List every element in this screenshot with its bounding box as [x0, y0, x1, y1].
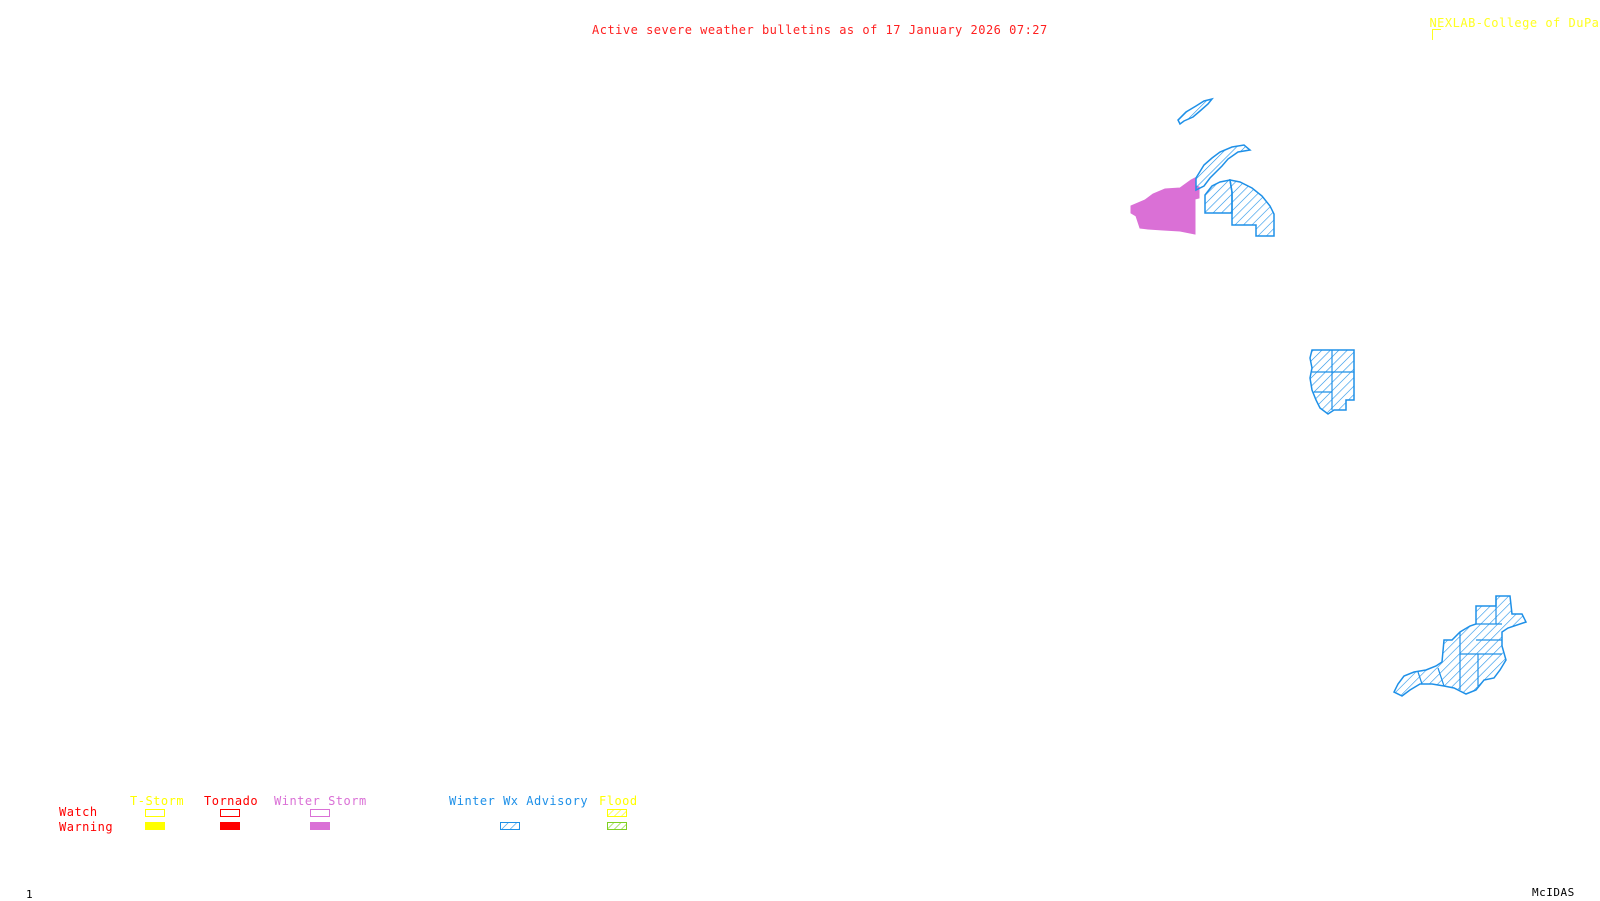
legend-tornado-warning-swatch	[220, 822, 240, 830]
legend-winter-storm-label: Winter Storm	[274, 794, 367, 808]
winter-storm-warning-area[interactable]	[1130, 177, 1200, 235]
legend-winter-storm-watch-swatch	[310, 809, 330, 817]
credit-text: NEXLAB-College of DuPage	[1429, 16, 1600, 30]
legend-flood-warning-swatch	[607, 822, 627, 830]
legend-tstorm-label: T-Storm	[130, 794, 185, 808]
legend-tstorm-warning-swatch	[145, 822, 165, 830]
map-title: Active severe weather bulletins as of 17…	[592, 23, 1048, 37]
nexlab-logo-icon	[1432, 29, 1442, 40]
legend-winter-advisory-label: Winter Wx Advisory	[449, 794, 589, 808]
software-label: McIDAS	[1532, 886, 1575, 899]
legend-tstorm-watch-swatch	[145, 809, 165, 817]
legend-winter-advisory-warning-swatch	[500, 822, 520, 830]
legend-tornado-watch-swatch	[220, 809, 240, 817]
winter-advisory-peninsula-north[interactable]	[1195, 144, 1252, 192]
legend-flood-watch-swatch	[607, 809, 627, 817]
winter-advisory-island[interactable]	[1177, 97, 1214, 126]
legend-winter-storm-warning-swatch	[310, 822, 330, 830]
legend-tornado-label: Tornado	[204, 794, 259, 808]
credit-label: NEXLAB-College of DuPage	[1414, 5, 1600, 41]
winter-advisory-peninsula-west[interactable]	[1204, 179, 1233, 214]
legend-flood-label: Flood	[599, 794, 638, 808]
frame-number: 1	[26, 888, 34, 901]
winter-advisory-peninsula-east[interactable]	[1229, 179, 1275, 237]
legend-row-warning: Warning	[59, 820, 114, 834]
legend-row-watch: Watch	[59, 805, 98, 819]
